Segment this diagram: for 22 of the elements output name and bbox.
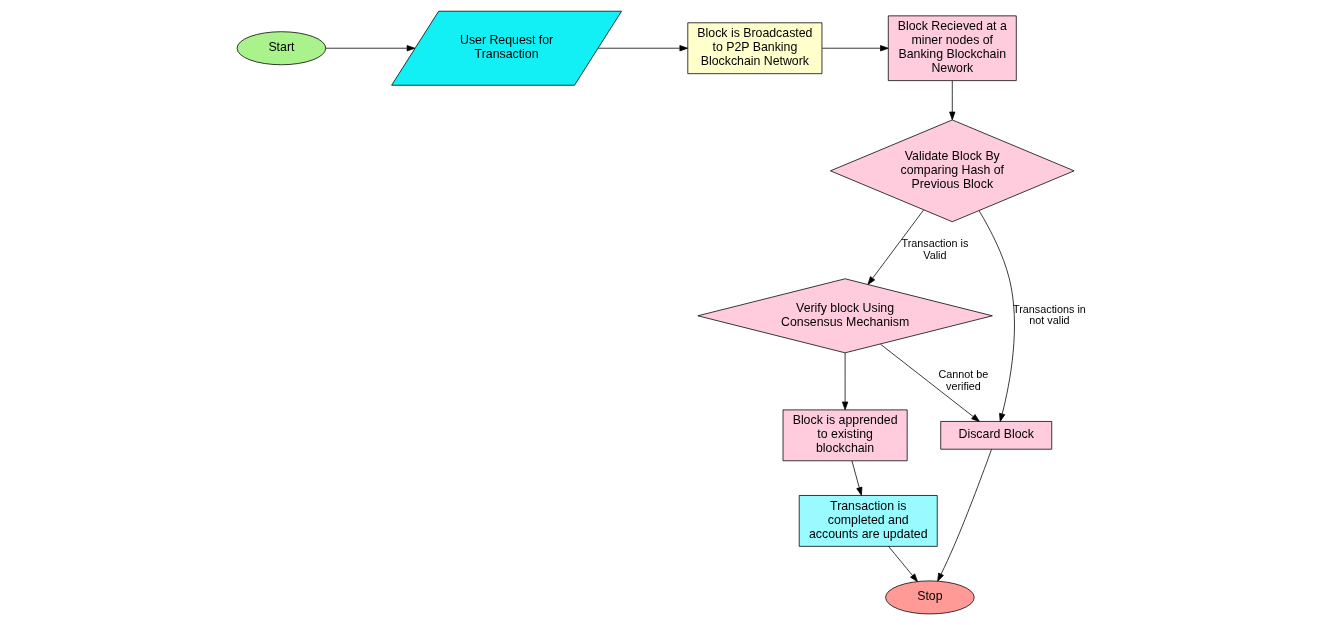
arrow (851, 460, 863, 496)
node-box: Block Recieved at a miner nodes of Banking Blockchain Nework (887, 15, 1017, 81)
arrow (867, 209, 924, 285)
node-ellipse: Stop (885, 580, 975, 615)
arrow (949, 80, 956, 121)
node-box: Block is Broadcasted to P2P Banking Blockchain Network (687, 22, 823, 75)
arrow (888, 546, 918, 582)
arrow (597, 45, 688, 52)
edge-label: Transaction is Valid (901, 237, 969, 261)
arrow (880, 343, 980, 422)
node-box: Discard Block (940, 421, 1053, 450)
arrow (937, 449, 992, 582)
arrow (842, 352, 849, 411)
node-ellipse: Start (236, 31, 327, 66)
edge-label: Cannot be verified (938, 368, 989, 392)
node-box: Block is apprended to existing blockchain (782, 409, 908, 462)
arrow (821, 45, 889, 52)
arrow (978, 210, 1015, 422)
edge-label: Transactions in not valid (1013, 302, 1086, 327)
node-diamond: Validate Block By comparing Hash of Previous Block (830, 119, 1075, 223)
node-box: Transaction is completed and accounts are updated (798, 495, 938, 547)
arrow (325, 45, 416, 52)
